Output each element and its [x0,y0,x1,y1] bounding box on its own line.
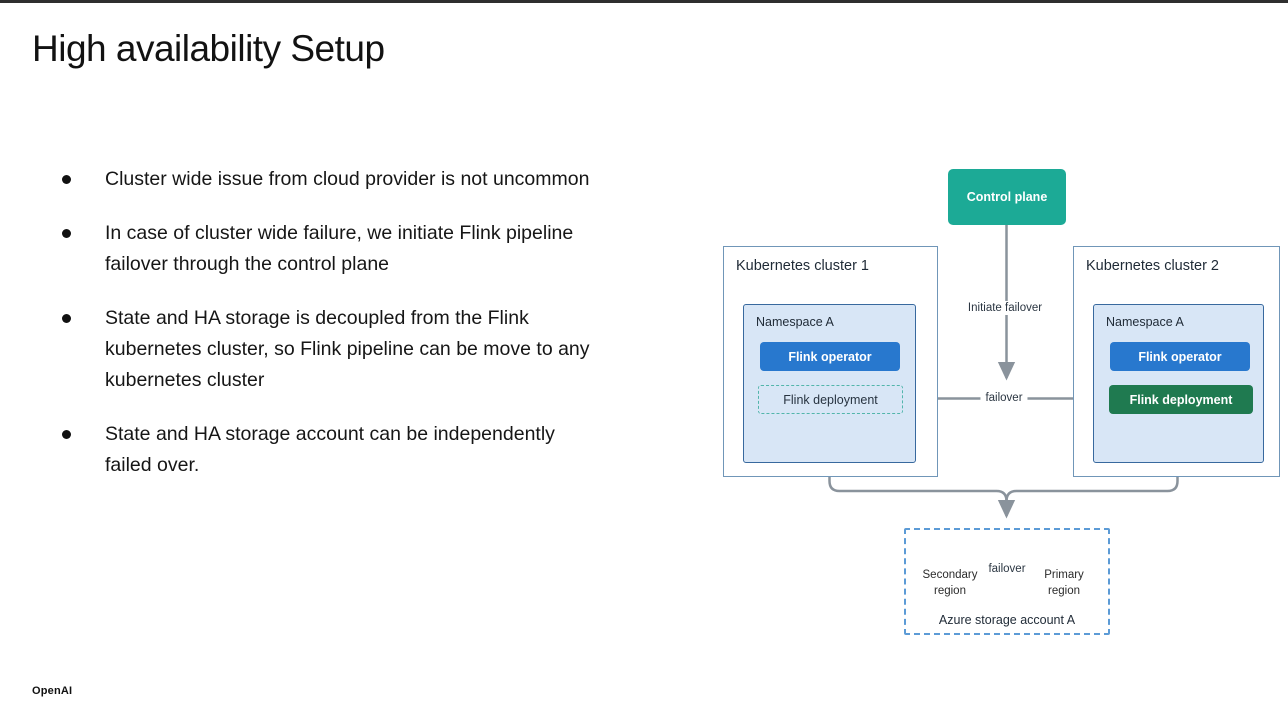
control-plane-label: Control plane [966,190,1048,204]
cluster-1-namespace: Namespace A Flink operator Flink deploym… [743,304,916,463]
initiate-failover-label: Initiate failover [962,301,1048,315]
bullet-item-3: State and HA storage is decoupled from t… [56,303,696,396]
bullet-dot [62,430,71,439]
kubernetes-cluster-1: Kubernetes cluster 1 Namespace A Flink o… [723,246,938,477]
primary-region-label: Primary region [1044,569,1084,597]
namespace-label: Namespace A [1106,315,1184,329]
bullet-text: Cluster wide issue from cloud provider i… [105,168,590,190]
cluster-1-title: Kubernetes cluster 1 [736,258,869,274]
cluster-1-flink-deployment: Flink deployment [758,385,903,414]
bullet-list: Cluster wide issue from cloud provider i… [56,164,696,504]
flink-operator-label: Flink operator [788,349,872,364]
cluster-1-flink-operator: Flink operator [760,342,900,371]
storage-account-label: Azure storage account A [938,613,1076,627]
flink-deployment-label: Flink deployment [783,392,878,407]
top-rule [0,0,1288,3]
bullet-dot [62,229,71,238]
flink-deployment-label: Flink deployment [1129,392,1233,407]
azure-storage-account-box [904,528,1110,635]
bullet-item-1: Cluster wide issue from cloud provider i… [56,164,696,195]
bullet-item-2: In case of cluster wide failure, we init… [56,218,696,280]
flink-operator-label: Flink operator [1138,349,1222,364]
page-title: High availability Setup [32,28,385,69]
kubernetes-cluster-2: Kubernetes cluster 2 Namespace A Flink o… [1073,246,1280,477]
cluster-2-flink-operator: Flink operator [1110,342,1250,371]
failover-label: failover [980,391,1028,405]
cluster-2-namespace: Namespace A Flink operator Flink deploym… [1093,304,1264,463]
bullet-text: State and HA storage is decoupled from t… [105,307,590,391]
secondary-region-label: Secondary region [922,569,978,597]
cluster-2-title: Kubernetes cluster 2 [1086,258,1219,274]
storage-failover-label: failover [986,563,1028,575]
openai-logo: OpenAI [32,685,73,697]
bullet-dot [62,175,71,184]
bullet-dot [62,314,71,323]
bullet-text: In case of cluster wide failure, we init… [105,222,574,275]
bullet-text: State and HA storage account can be inde… [105,423,555,476]
control-plane-node: Control plane [948,169,1066,225]
bullet-item-4: State and HA storage account can be inde… [56,419,696,481]
cluster-2-flink-deployment: Flink deployment [1109,385,1253,414]
namespace-label: Namespace A [756,315,834,329]
